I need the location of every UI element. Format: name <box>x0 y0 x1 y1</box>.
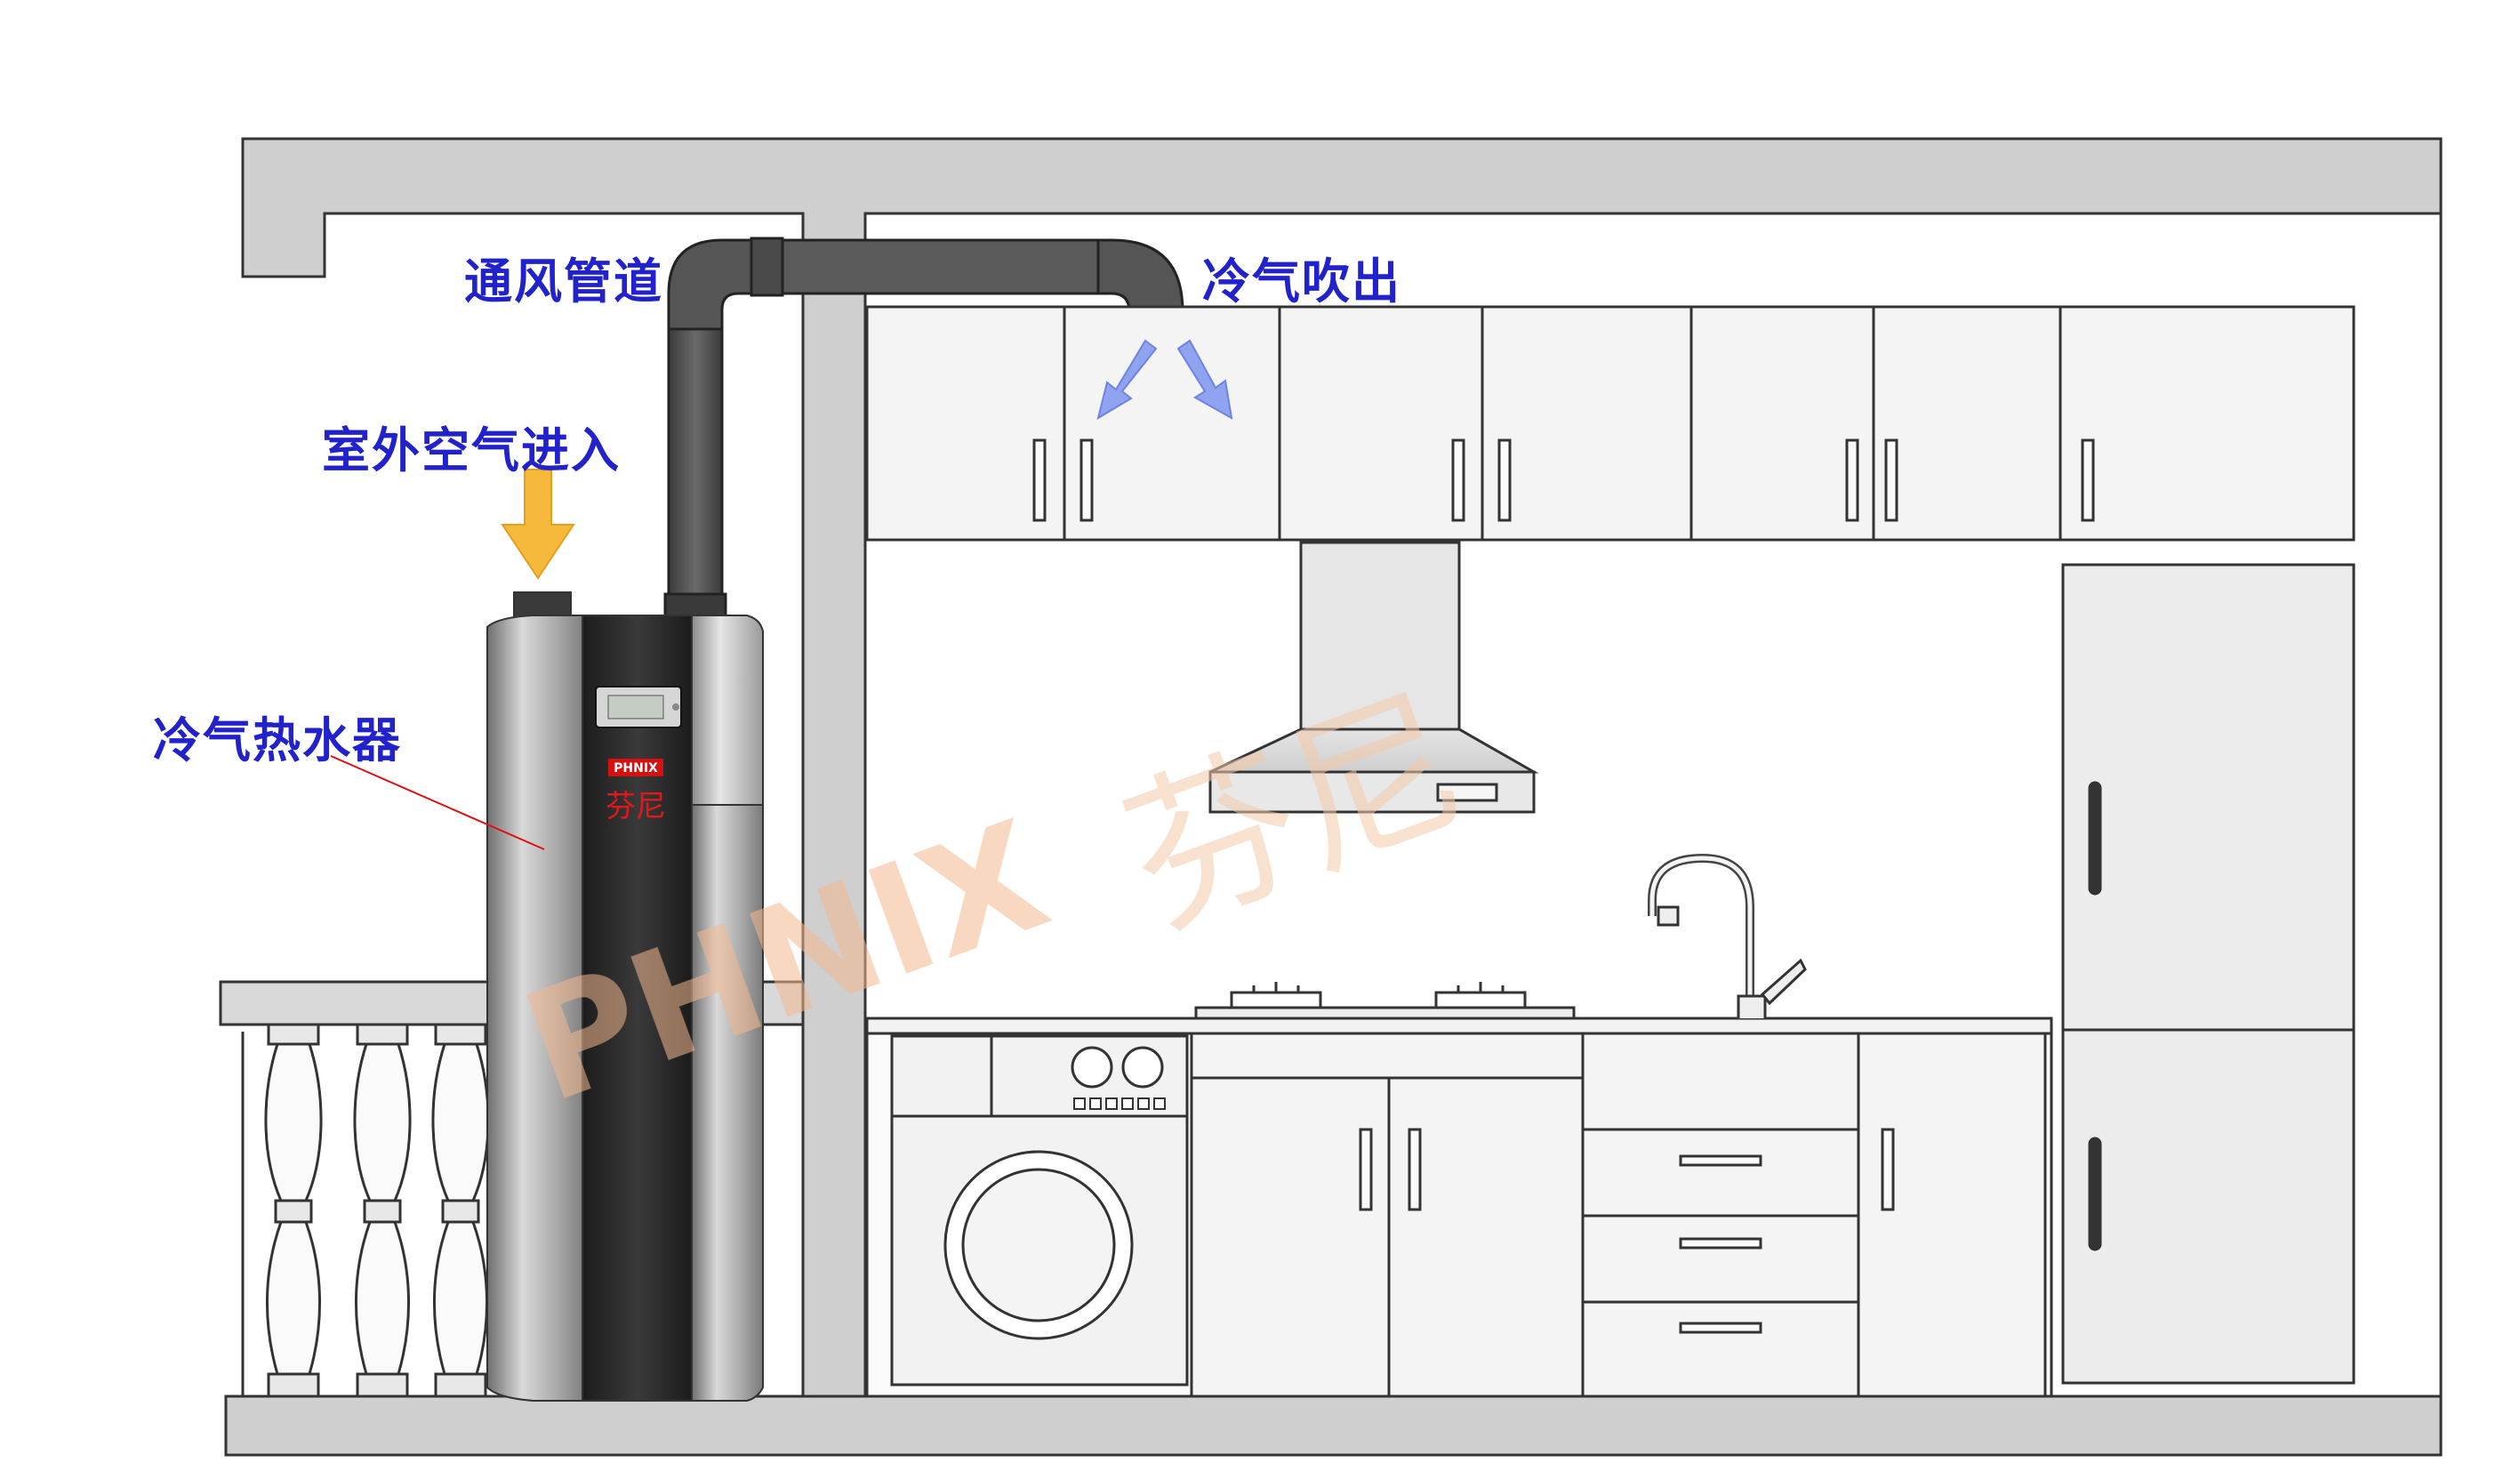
upper-cabinets <box>867 307 2354 540</box>
outdoor-air-in-label: 室外空气进入 <box>322 411 621 481</box>
lower-cabinet-door <box>1858 1033 2045 1396</box>
duct-base-collar <box>665 594 726 617</box>
cabinet-handle <box>2083 440 2093 520</box>
washer-knob <box>1072 1048 1112 1087</box>
lower-cabinet-door <box>1389 1078 1583 1396</box>
brand-name-text: 芬尼 <box>606 789 666 824</box>
drawer <box>1583 1033 1858 1129</box>
duct-label: 通风管道 <box>464 242 663 312</box>
cabinet-handle <box>1453 440 1464 520</box>
cabinet-handle <box>1882 1129 1893 1210</box>
duct-horizontal <box>751 240 1103 293</box>
stove-base <box>1196 1008 1574 1018</box>
lower-cabinet-drawer <box>1192 1033 1583 1078</box>
upper-cabinet-door <box>1874 307 2060 540</box>
air-in-arrow-icon <box>502 470 574 578</box>
countertop <box>867 1018 2051 1033</box>
duct-collar <box>751 238 782 295</box>
drawer <box>1583 1302 1858 1396</box>
cold-air-out-label: 冷气吹出 <box>1202 242 1401 312</box>
duct-vertical <box>669 325 722 618</box>
duct-elbow-left <box>669 240 760 329</box>
lower-cabinets <box>867 1033 2051 1396</box>
cabinet-handle <box>1360 1129 1371 1210</box>
upper-cabinet-door <box>2060 307 2354 540</box>
upper-cabinet-door <box>1482 307 1691 540</box>
cabinet-handle <box>1409 1129 1420 1210</box>
drawer-handle <box>1681 1323 1761 1332</box>
heater-right-shell-top <box>692 615 763 805</box>
lower-cabinet-door <box>1192 1078 1389 1396</box>
drawer <box>1583 1216 1858 1302</box>
cabinet-handle <box>1847 440 1858 520</box>
floor-slab <box>226 1396 2441 1455</box>
washer-knob <box>1123 1048 1162 1087</box>
stove-burner <box>1436 982 1525 1008</box>
outdoor-air-arrow <box>502 470 574 578</box>
sink-faucet <box>1652 858 1750 1018</box>
cabinet-handle <box>1886 440 1897 520</box>
refrigerator <box>2063 565 2354 1383</box>
brand-badge-text: PHNIX <box>614 761 658 776</box>
cabinet-handle <box>1081 440 1092 520</box>
drawer <box>1583 1129 1858 1216</box>
baluster <box>433 1025 488 1396</box>
baluster <box>355 1025 410 1396</box>
drawer-handle <box>1681 1239 1761 1248</box>
fridge-handle <box>2090 1138 2100 1250</box>
cabinet-handle <box>1034 440 1045 520</box>
cabinet-handle <box>1499 440 1510 520</box>
watermark-text-cn: 芬尼 <box>1103 663 1488 963</box>
upper-cabinet-door <box>1064 307 1280 540</box>
stove-burner <box>1232 982 1320 1008</box>
air-inlet-cap <box>514 592 571 617</box>
fridge-handle <box>2090 783 2100 894</box>
drawer-handle <box>1681 1156 1761 1165</box>
baluster <box>266 1025 321 1396</box>
heater-label: 冷气热水器 <box>153 701 402 771</box>
fridge-body <box>2063 565 2354 1383</box>
